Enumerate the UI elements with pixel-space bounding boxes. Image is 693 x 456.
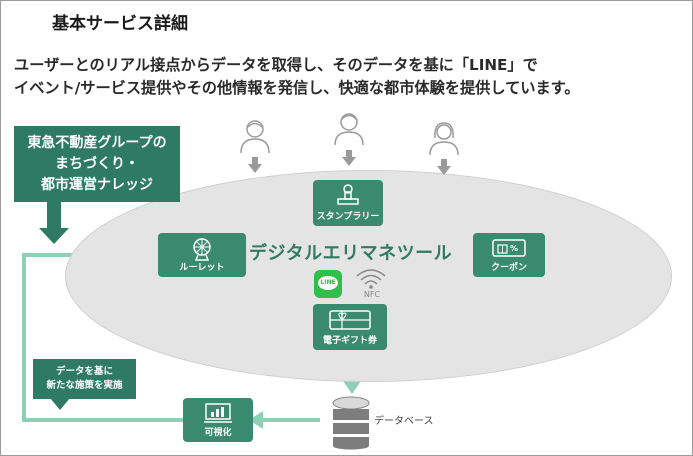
user-icon bbox=[240, 120, 270, 154]
intro-text: ユーザーとのリアル接点からデータを取得し、そのデータを基に「LINE」で イベン… bbox=[14, 54, 580, 100]
down-arrow-icon bbox=[342, 150, 356, 166]
db-arrowhead bbox=[343, 381, 361, 394]
page-title: 基本サービス詳細 bbox=[52, 14, 188, 34]
stamp-rally-label: スタンプラリー bbox=[316, 212, 380, 222]
coupon-icon: % bbox=[492, 239, 526, 257]
line-app-icon: LINE bbox=[314, 270, 342, 298]
callout-line-3: 都市運営ナレッジ bbox=[40, 176, 153, 193]
monitor-chart-icon bbox=[204, 403, 232, 423]
viz-arrowhead bbox=[249, 411, 263, 429]
coupon-label: クーポン bbox=[490, 263, 527, 273]
down-arrow-icon bbox=[248, 157, 262, 173]
knowledge-callout: 東急不動産グループの まちづくり・ 都市運営ナレッジ bbox=[14, 126, 180, 202]
user-icon bbox=[429, 122, 459, 156]
feedback-loop-line bbox=[22, 253, 183, 422]
roulette-tile: ルーレット bbox=[158, 233, 246, 277]
callout-line-2: まちづくり・ bbox=[54, 155, 139, 172]
line-bubble bbox=[318, 276, 338, 290]
visualization-tile: 可視化 bbox=[183, 398, 253, 442]
note-line-1: データを基に bbox=[55, 366, 113, 377]
new-measures-note: データを基に 新たな施策を実施 bbox=[33, 359, 136, 399]
stamp-icon bbox=[337, 184, 359, 205]
gift-card-label: 電子ギフト券 bbox=[322, 336, 377, 346]
intro-line-1: ユーザーとのリアル接点からデータを取得し、そのデータを基に「LINE」で bbox=[14, 56, 538, 74]
callout-arrow-head bbox=[39, 228, 69, 244]
note-tail bbox=[50, 398, 70, 410]
nfc-icon bbox=[356, 269, 386, 289]
nfc-label: NFC bbox=[363, 290, 381, 299]
intro-line-2: イベント/サービス提供やその他情報を発信し、快適な都市体験を提供しています。 bbox=[14, 79, 580, 97]
callout-line-1: 東急不動産グループの bbox=[27, 134, 167, 151]
database-label: データベース bbox=[374, 416, 434, 427]
line-badge-text: LINE bbox=[320, 279, 336, 286]
gift-card-tile: 電子ギフト券 bbox=[313, 304, 387, 350]
database-icon bbox=[332, 396, 370, 450]
stamp-rally-tile: スタンプラリー bbox=[313, 180, 383, 226]
user-icon bbox=[334, 113, 364, 146]
roulette-icon bbox=[193, 238, 211, 261]
coupon-tile: % クーポン bbox=[473, 233, 545, 277]
gift-card-icon bbox=[329, 310, 371, 330]
svg-text:%: % bbox=[510, 244, 518, 253]
digital-area-management-tool-label: デジタルエリマネツール bbox=[249, 243, 453, 264]
visualization-label: 可視化 bbox=[204, 428, 232, 438]
down-arrow-icon bbox=[437, 159, 451, 175]
callout-arrow-stem bbox=[47, 201, 61, 229]
note-line-2: 新たな施策を実施 bbox=[46, 380, 123, 391]
roulette-label: ルーレット bbox=[179, 263, 225, 273]
